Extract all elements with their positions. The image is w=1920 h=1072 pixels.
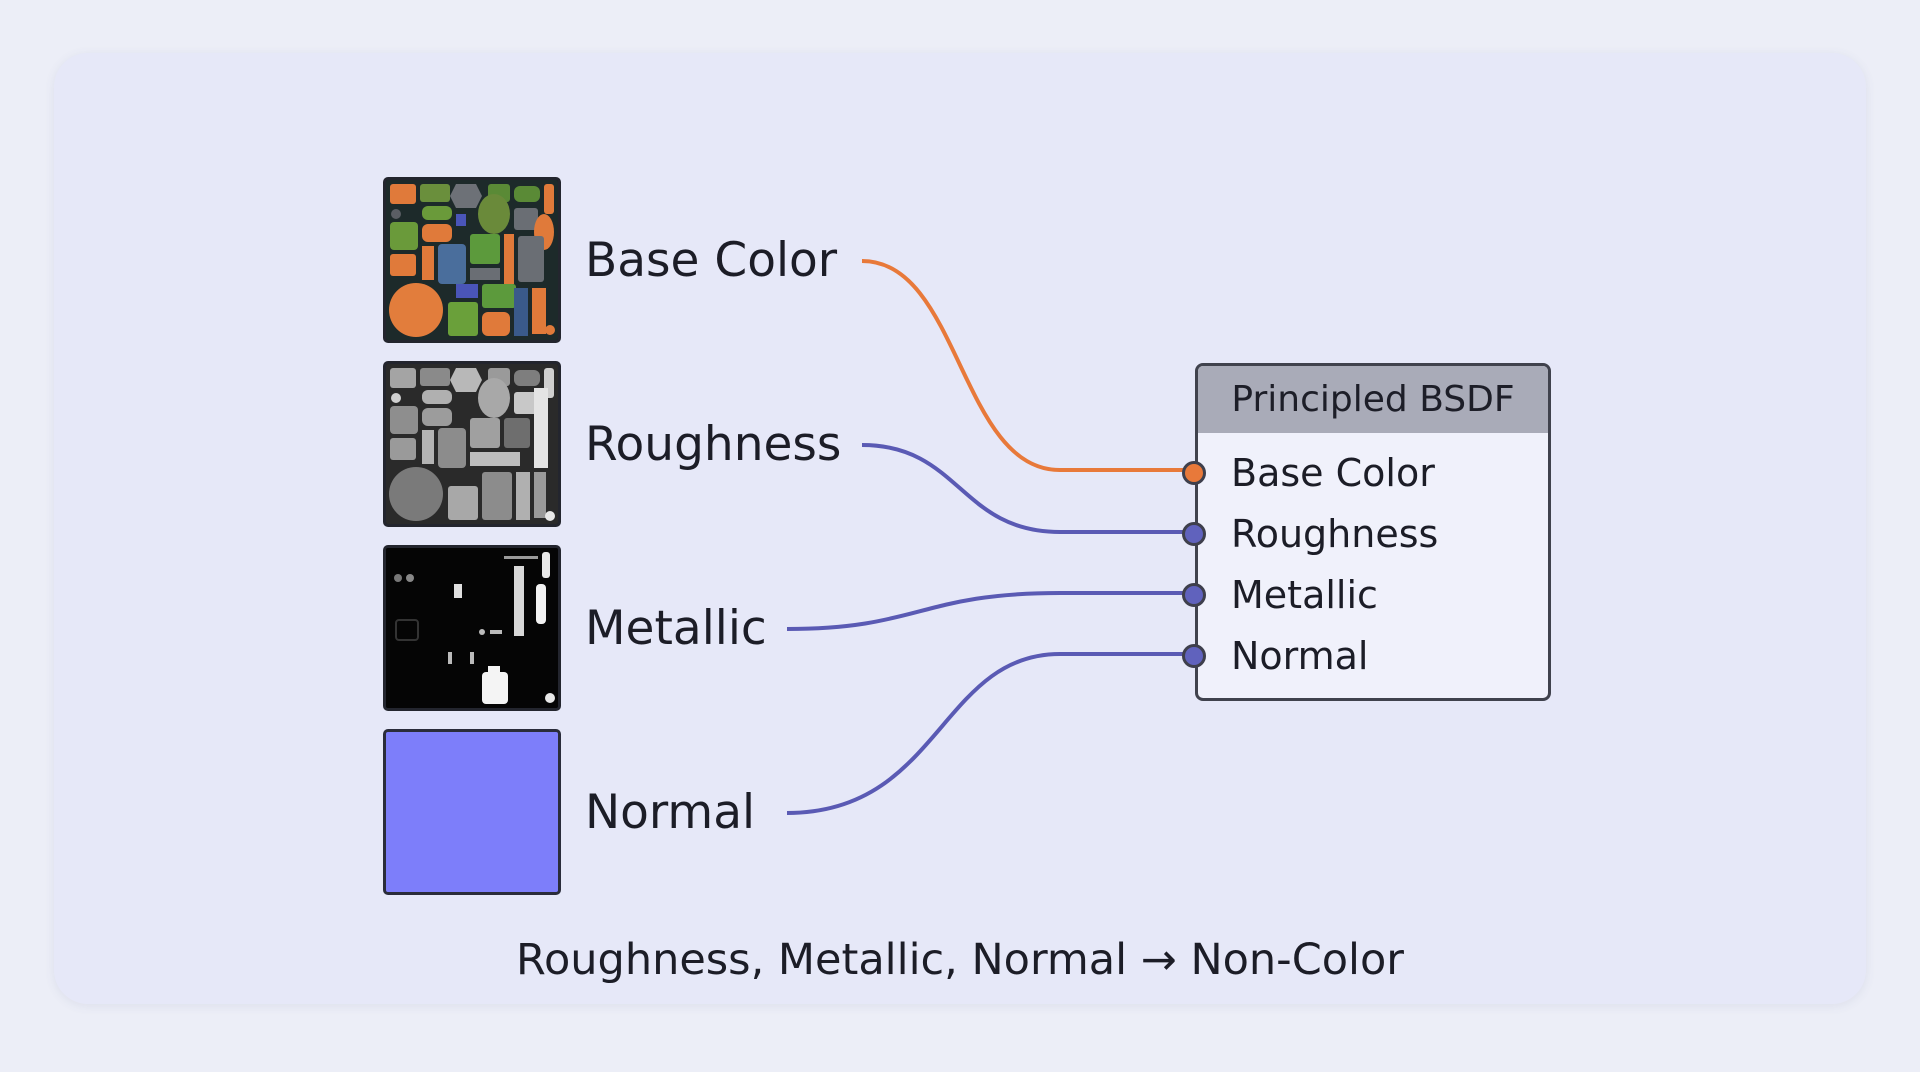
slide-card xyxy=(54,53,1866,1004)
node-title: Principled BSDF xyxy=(1198,366,1548,433)
texture-label-roughness: Roughness xyxy=(585,417,842,472)
roughness-texture-thumbnail xyxy=(383,361,561,527)
texture-label-metallic: Metallic xyxy=(585,601,767,656)
node-input-metallic[interactable]: Metallic xyxy=(1182,572,1548,622)
caption: Roughness, Metallic, Normal → Non-Color xyxy=(516,935,1404,985)
node-input-roughness[interactable]: Roughness xyxy=(1182,511,1548,561)
base-color-texture-thumbnail xyxy=(383,177,561,343)
texture-label-normal: Normal xyxy=(585,785,756,840)
node-input-base-color[interactable]: Base Color xyxy=(1182,450,1548,500)
socket-label-roughness: Roughness xyxy=(1231,512,1439,556)
socket-label-base-color: Base Color xyxy=(1231,451,1435,495)
socket-roughness[interactable] xyxy=(1182,522,1206,546)
texture-label-base-color: Base Color xyxy=(585,233,838,288)
node-input-normal[interactable]: Normal xyxy=(1182,633,1548,683)
metallic-texture-thumbnail xyxy=(383,545,561,711)
socket-label-metallic: Metallic xyxy=(1231,573,1378,617)
principled-bsdf-node[interactable]: Principled BSDF Base Color Roughness Met… xyxy=(1182,363,1551,701)
socket-normal[interactable] xyxy=(1182,644,1206,668)
socket-label-normal: Normal xyxy=(1231,634,1369,678)
socket-base-color[interactable] xyxy=(1182,461,1206,485)
normal-texture-thumbnail xyxy=(383,729,561,895)
socket-metallic[interactable] xyxy=(1182,583,1206,607)
